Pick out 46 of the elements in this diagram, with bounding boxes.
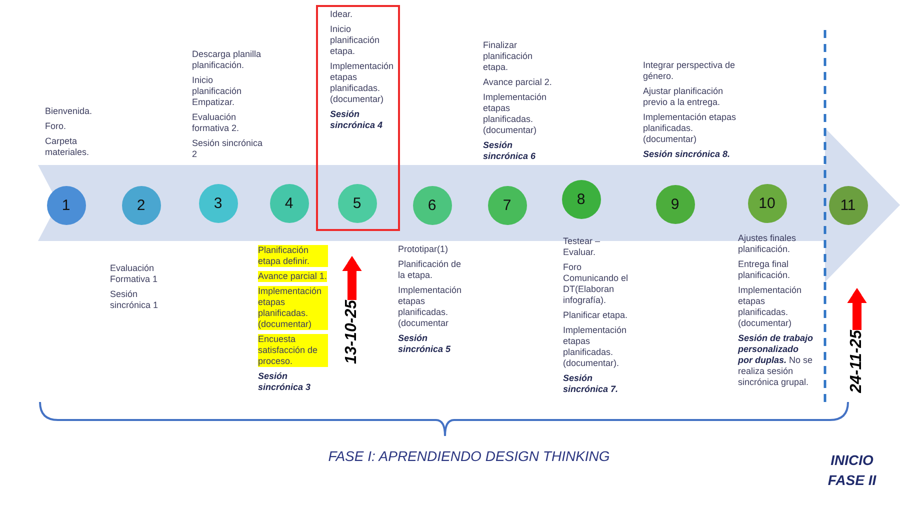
arrow [342,256,362,300]
activity-text: Implementación etapas planificadas. (documentar [398,284,463,329]
activity-text: Sesión sincrónica 6 [483,140,537,162]
activity-text: Sesión sincrónica 7. [563,372,620,395]
arrow [847,288,867,330]
highlighted-text: Implementación etapas planificadas. (documentar) [258,286,328,330]
activity-text: Sesión sincrónica 8. [643,149,730,160]
date-label: 24-11-25 [848,330,866,393]
highlight-frame [316,5,400,231]
activity-text: Sesión sincrónica 4 [330,108,384,131]
activity-text: Foro Comunicando el DT(Elaboran infografía). [563,262,630,306]
activity-text: Evaluación Formativa 1 [110,263,159,285]
activity-text: Sesión sincrónica 2 [192,138,264,160]
activity-text: Integrar perspectiva de género. [643,60,736,82]
activity-text: Implementación etapas planificadas. (documentar) [330,60,395,105]
activity-text: Descarga planilla planificación. [192,49,262,72]
activity-text: Sesión sincrónica 5 [398,332,452,355]
activity-text: Implementación etapas planificadas. (documentar) [483,92,548,136]
activity-text: Sesión sincrónica 1 [110,288,160,311]
activity-text: Entrega final planificación. [738,258,792,281]
highlighted-text: Planificación etapa definir. [258,245,328,267]
activity-text: Inicio planificación Empatizar. [192,75,243,108]
activity-text: Sesión sincrónica 3 [258,370,312,393]
activity-text: Sesión de trabajo personalizado por duplas. No se realiza sesión sincrónica grupal. [738,332,814,388]
activity-text: Inicio planificación etapa. [330,24,381,57]
activity-text: Ajustes finales planificación. [738,233,798,255]
activity-text: Testear – Evaluar. [563,236,602,258]
activity-text: Bienvenida. [45,106,92,118]
highlighted-text: Encuesta satisfacción de proceso. [258,334,328,367]
activity-text: Evaluación formativa 2. [192,112,240,134]
activity-text: Foro. [45,121,66,132]
activity-text: Implementación etapas planificadas. (documentar) [738,284,803,329]
phase-label: FASE I: APRENDIENDO DESIGN THINKING [327,447,611,466]
highlighted-text: Avance parcial 1. [258,270,327,282]
activity-text: Carpeta materiales. [45,136,90,158]
activity-text: Implementación etapas planificadas. (documentar). [563,324,628,369]
activity-text: Finalizar planificación etapa. [483,40,534,74]
phase-label: INICIO FASE II [826,451,878,490]
activity-text: Prototipar(1) [398,244,448,255]
activity-text: Avance parcial 2. [483,77,552,88]
activity-text: Implementación etapas planificadas. (documentar) [643,112,738,146]
activity-text: Planificación de la etapa. [398,258,462,281]
activity-text: Idear. [330,9,353,20]
activity-text: Ajustar planificación previo a la entrega. [643,86,724,108]
activity-text: Planificar etapa. [563,310,628,321]
date-label: 13-10-25 [343,300,361,364]
